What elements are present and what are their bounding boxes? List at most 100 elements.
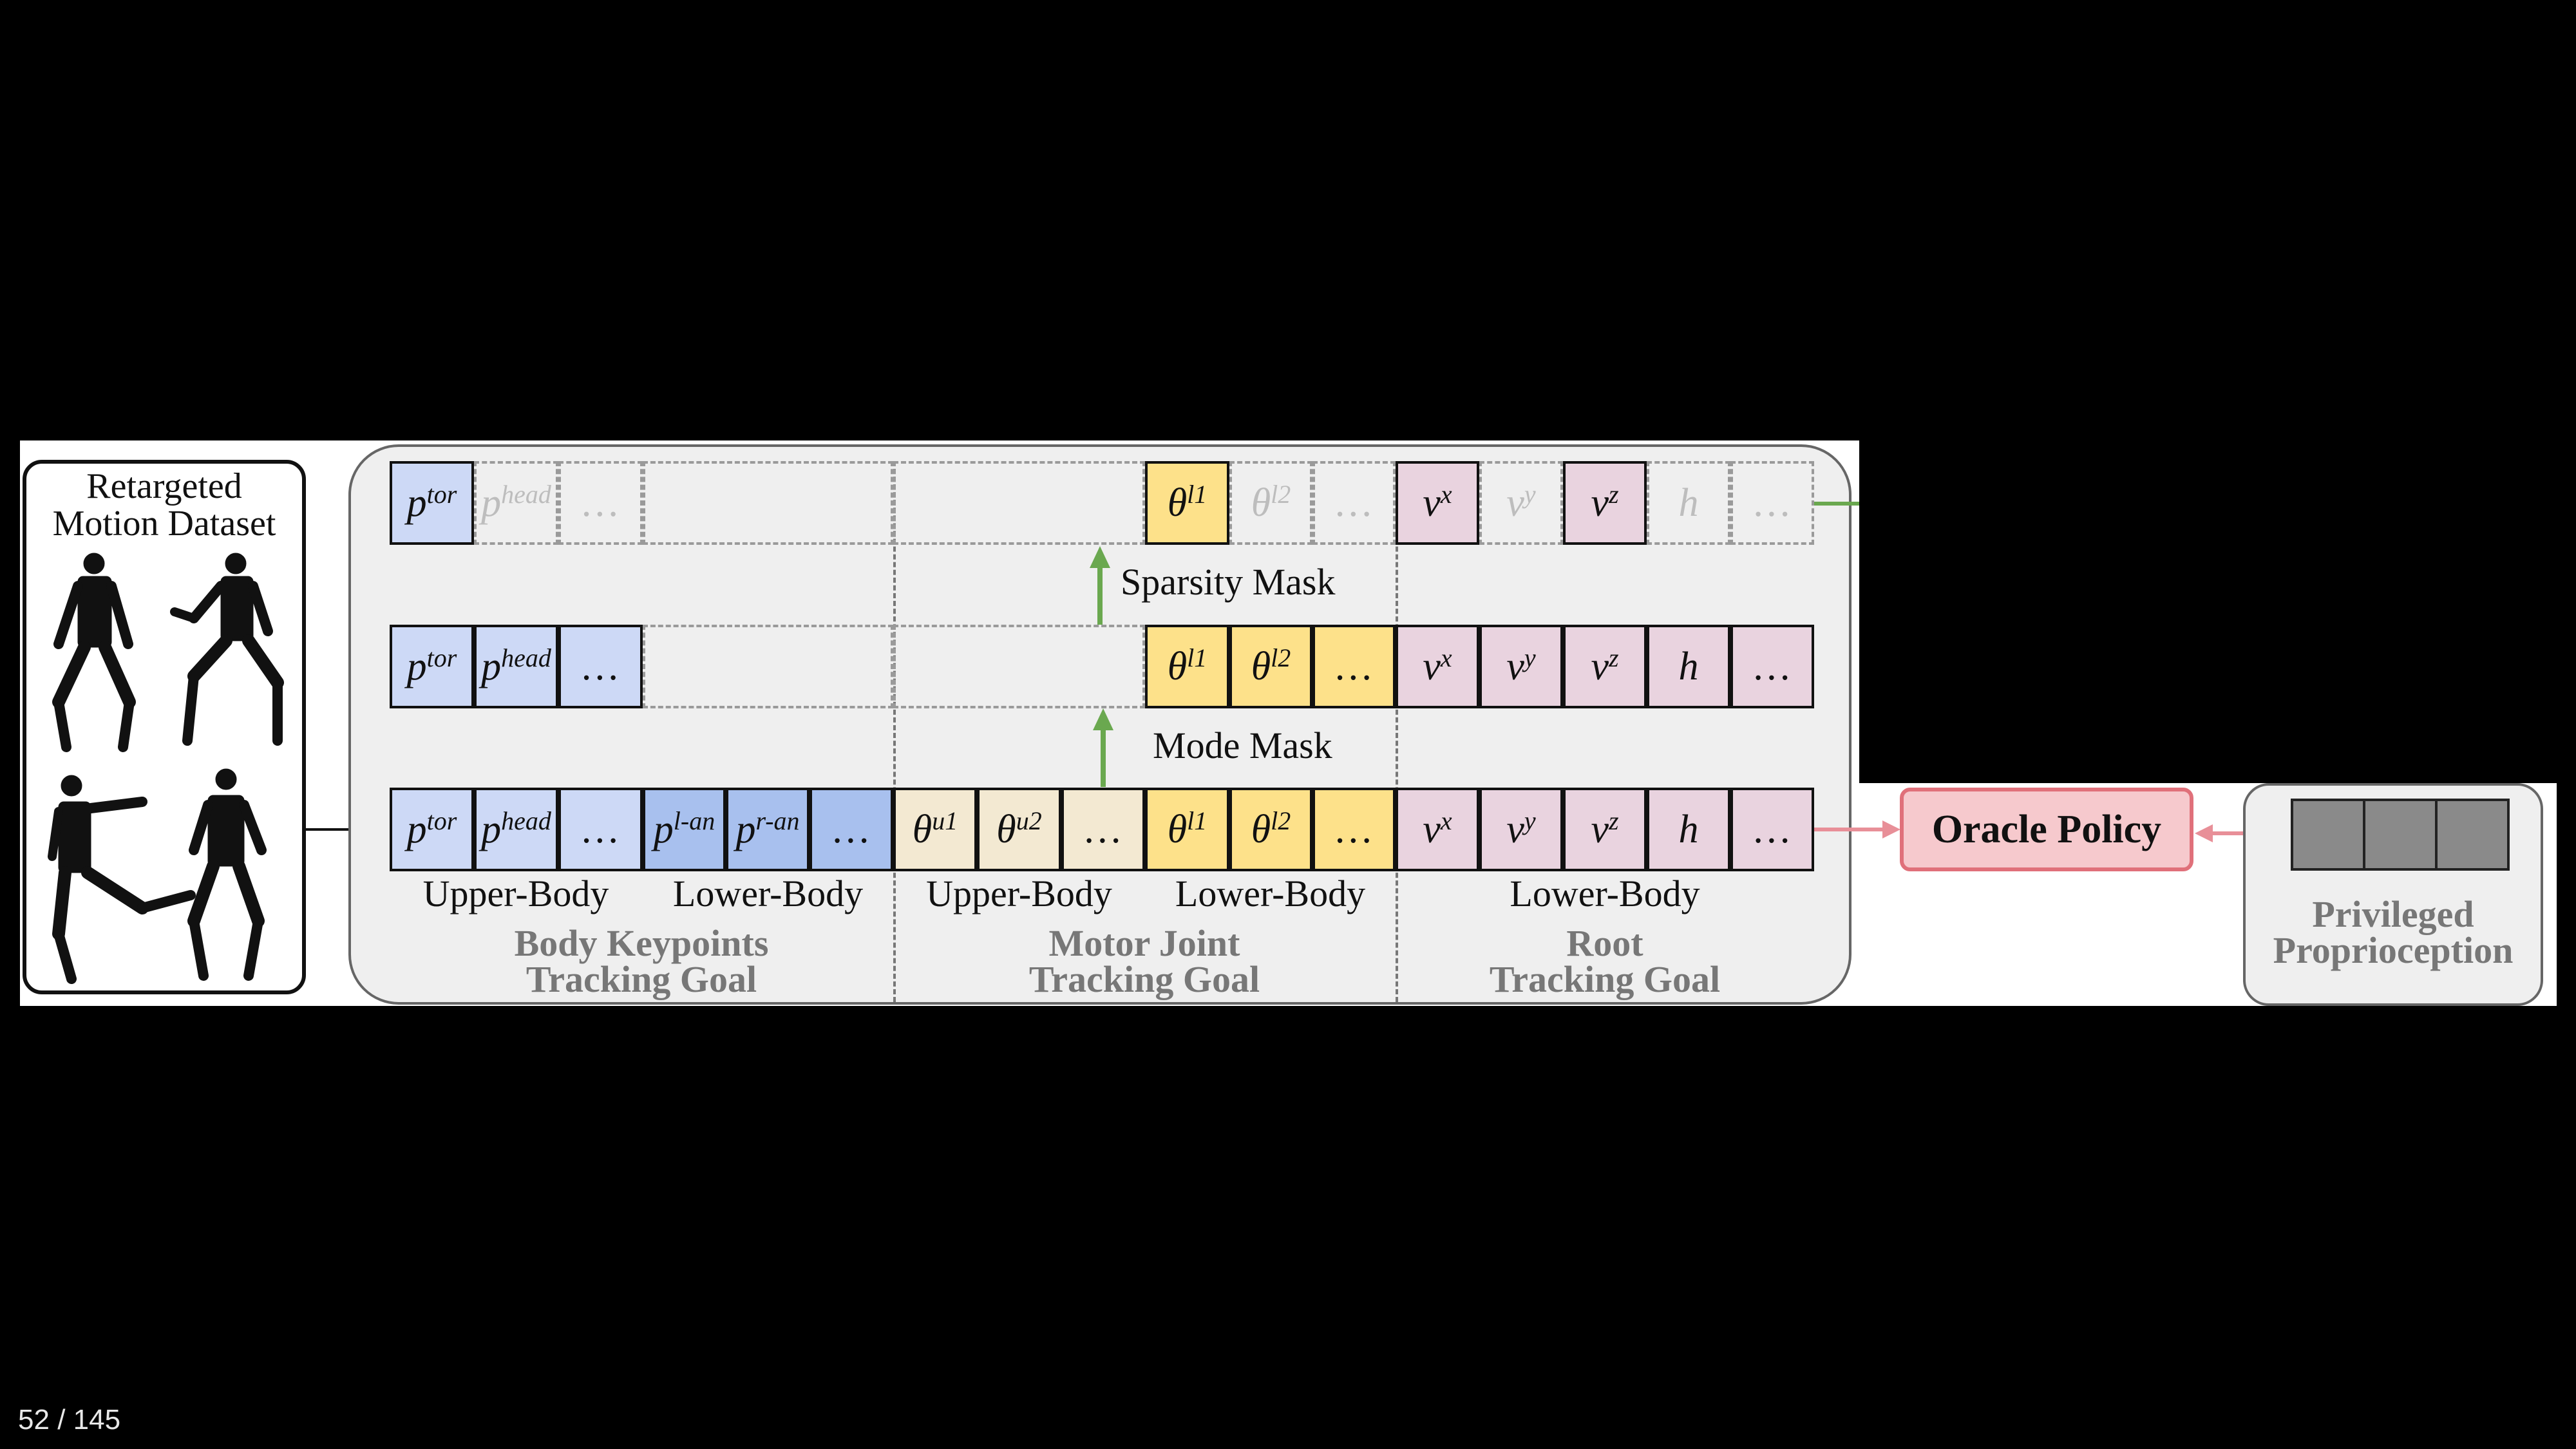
page-current: 52 [18, 1404, 50, 1435]
token-symbol: θ [1251, 480, 1271, 525]
token-sup: y [1524, 479, 1536, 509]
privileged-label-line: Privileged [2312, 893, 2474, 935]
token-symbol: p [406, 480, 427, 525]
token-sup: l-an [673, 806, 715, 835]
motor-lower-label: Lower-Body [1175, 873, 1366, 914]
token-symbol: θ [912, 807, 933, 851]
dataset-title-line1: Retargeted [86, 466, 242, 506]
token-symbol: h [1678, 644, 1699, 688]
dataset-title-line2: Motion Dataset [52, 504, 276, 544]
token-symbol: … [1754, 480, 1790, 525]
token-symbol: h [1678, 480, 1699, 525]
group-label-line: Tracking Goal [1028, 958, 1260, 1000]
proprioception-vector [2291, 799, 2510, 871]
token-symbol: θ [996, 807, 1016, 851]
section-divider [1396, 461, 1398, 1002]
token-sup: l1 [1187, 643, 1208, 672]
token-sup: l2 [1271, 479, 1291, 509]
page-separator: / [57, 1404, 66, 1435]
body-keypoints-group-label: Body Keypoints Tracking Goal [390, 925, 893, 998]
token-symbol: … [582, 807, 619, 851]
token-symbol: … [1336, 807, 1372, 851]
section-divider [893, 461, 896, 1002]
group-label-line: Tracking Goal [1489, 958, 1721, 1000]
sparsity-arrow-icon [1090, 546, 1110, 625]
token-sup: tor [426, 806, 457, 835]
group-label-line: Tracking Goal [526, 958, 757, 1000]
token-sup: l2 [1271, 643, 1291, 672]
token-sup: tor [426, 479, 457, 509]
privileged-label-line: Proprioception [2273, 929, 2514, 971]
token-cell: … [1730, 625, 1814, 708]
token-cell: … [558, 788, 643, 871]
token-sup: z [1608, 643, 1619, 672]
proprioception-cell [2438, 799, 2510, 871]
token-symbol: θ [1167, 480, 1188, 525]
token-symbol: p [735, 807, 756, 851]
page-total: 145 [73, 1404, 121, 1435]
token-cell: … [1312, 625, 1396, 708]
token-cell: … [1730, 788, 1814, 871]
motor-upper-label: Upper-Body [926, 873, 1112, 914]
token-sup: x [1440, 806, 1452, 835]
token-cell-masked: … [1312, 461, 1396, 545]
root-group-label: Root Tracking Goal [1396, 925, 1814, 998]
token-symbol: θ [1251, 644, 1271, 688]
token-symbol: h [1678, 807, 1699, 851]
token-symbol: v [1423, 807, 1441, 851]
token-symbol: θ [1167, 644, 1188, 688]
token-symbol: θ [1167, 807, 1188, 851]
root-lower-label: Lower-Body [1510, 873, 1700, 914]
token-sup: y [1524, 643, 1536, 672]
sparsity-mask-label: Sparsity Mask [1121, 561, 1336, 603]
slide-page-counter: 52 / 145 [18, 1404, 120, 1436]
token-symbol: … [582, 644, 619, 688]
token-cell: h [1647, 788, 1730, 871]
mode-arrow-icon [1093, 708, 1113, 787]
token-cell: … [1061, 788, 1145, 871]
token-symbol: … [1754, 644, 1790, 688]
token-symbol: v [1591, 644, 1609, 688]
token-sup: x [1440, 479, 1452, 509]
group-label-line: Motor Joint [1048, 922, 1240, 964]
robot-figures-image [48, 553, 284, 984]
token-sup: tor [426, 643, 457, 672]
token-sup: z [1608, 479, 1619, 509]
token-symbol: v [1423, 644, 1441, 688]
token-sup: r-an [755, 806, 800, 835]
token-symbol: v [1591, 480, 1609, 525]
token-cell-masked [643, 625, 893, 708]
token-symbol: v [1506, 644, 1524, 688]
token-cell-masked: h [1647, 461, 1730, 545]
proprioception-cell [2291, 799, 2365, 871]
token-symbol: p [406, 644, 427, 688]
token-symbol: … [1085, 807, 1121, 851]
motor-joint-group-label: Motor Joint Tracking Goal [893, 925, 1396, 998]
token-symbol: v [1591, 807, 1609, 851]
token-symbol: θ [1251, 807, 1271, 851]
token-symbol: p [481, 807, 502, 851]
token-symbol: p [653, 807, 674, 851]
token-symbol: … [582, 480, 619, 525]
token-sup: head [501, 479, 551, 509]
goal-to-policy-arrow-icon [1814, 820, 1900, 838]
oracle-policy-box: Oracle Policy [1900, 788, 2193, 871]
